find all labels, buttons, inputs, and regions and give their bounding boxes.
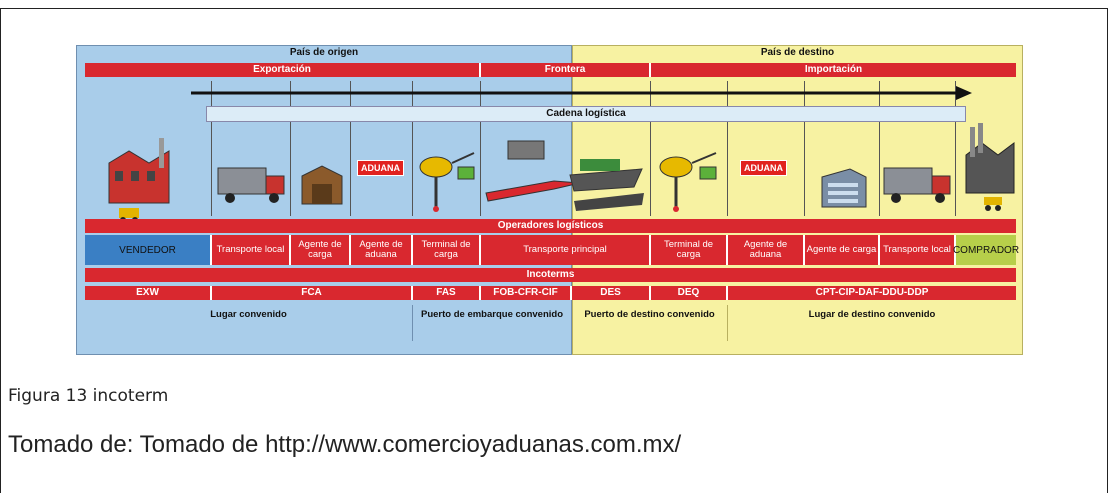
incoterm-fca: FCA <box>212 286 413 300</box>
operator-freight-agent-2: Agente de carga <box>805 235 880 265</box>
operator-terminal-2: Terminal de carga <box>651 235 728 265</box>
cell-terminal-2 <box>651 81 728 216</box>
source-credit: Tomado de: Tomado de http://www.comercio… <box>8 431 682 458</box>
operator-main-transport: Transporte principal <box>481 235 651 265</box>
incoterm-cpt-group: CPT-CIP-DAF-DDU-DDP <box>728 286 1016 300</box>
cell-customs-agent-2 <box>728 81 805 216</box>
chain-arrow <box>191 86 972 100</box>
terminal-crane-icon-destination <box>659 152 717 212</box>
logistics-chain-bar: Cadena logística <box>206 106 966 122</box>
cell-local-transport-1 <box>212 81 291 216</box>
incoterm-exw: EXW <box>85 286 212 300</box>
office-building-icon <box>821 168 867 208</box>
main-transport-icon <box>485 140 644 211</box>
customs-badge-origin: ADUANA <box>357 160 404 176</box>
cell-freight-agent-2 <box>805 81 880 216</box>
operator-local-transport-1: Transporte local <box>212 235 291 265</box>
place-port-destination: Puerto de destino convenido <box>572 305 728 341</box>
operator-local-transport-2: Transporte local <box>880 235 956 265</box>
destination-region <box>572 45 1023 355</box>
operator-customs-agent-2: Agente de aduana <box>728 235 805 265</box>
operator-buyer: COMPRADOR <box>953 235 1019 265</box>
phase-export: Exportación <box>85 63 481 77</box>
origin-country-header: País de origen <box>289 47 359 58</box>
operator-customs-agent-1: Agente de aduana <box>351 235 413 265</box>
buyer-factory-icon <box>965 123 1015 211</box>
incoterm-des: DES <box>572 286 651 300</box>
incoterm-deq: DEQ <box>651 286 728 300</box>
cell-customs-agent-1 <box>351 81 413 216</box>
phase-border: Frontera <box>481 63 651 77</box>
operator-seller: VENDEDOR <box>85 235 212 265</box>
figure-caption: Figura 13 incoterm <box>8 386 169 406</box>
incoterm-fob-cfr-cif: FOB-CFR-CIF <box>481 286 572 300</box>
cell-terminal-1 <box>413 81 481 216</box>
terminal-crane-icon <box>419 152 475 212</box>
incoterm-fas: FAS <box>413 286 481 300</box>
truck-icon-destination <box>883 167 951 203</box>
operator-terminal-1: Terminal de carga <box>413 235 481 265</box>
cell-local-transport-2 <box>880 81 956 216</box>
place-agreed: Lugar convenido <box>85 305 413 341</box>
cell-freight-agent-1 <box>291 81 351 216</box>
cell-seller <box>85 81 212 216</box>
incoterms-diagram: País de origen País de destino Exportaci… <box>76 45 1023 355</box>
truck-icon <box>217 167 285 203</box>
destination-country-header: País de destino <box>760 47 835 58</box>
operators-title: Operadores logísticos <box>85 219 1016 233</box>
place-port-shipment: Puerto de embarque convenido <box>413 305 572 341</box>
warehouse-icon <box>301 165 343 205</box>
place-destination-agreed: Lugar de destino convenido <box>808 309 936 320</box>
phase-import: Importación <box>651 63 1016 77</box>
incoterms-title: Incoterms <box>85 268 1016 282</box>
seller-factory-icon <box>108 138 170 223</box>
operator-freight-agent-1: Agente de carga <box>291 235 351 265</box>
cell-main-transport <box>481 81 651 216</box>
customs-badge-destination: ADUANA <box>740 160 787 176</box>
